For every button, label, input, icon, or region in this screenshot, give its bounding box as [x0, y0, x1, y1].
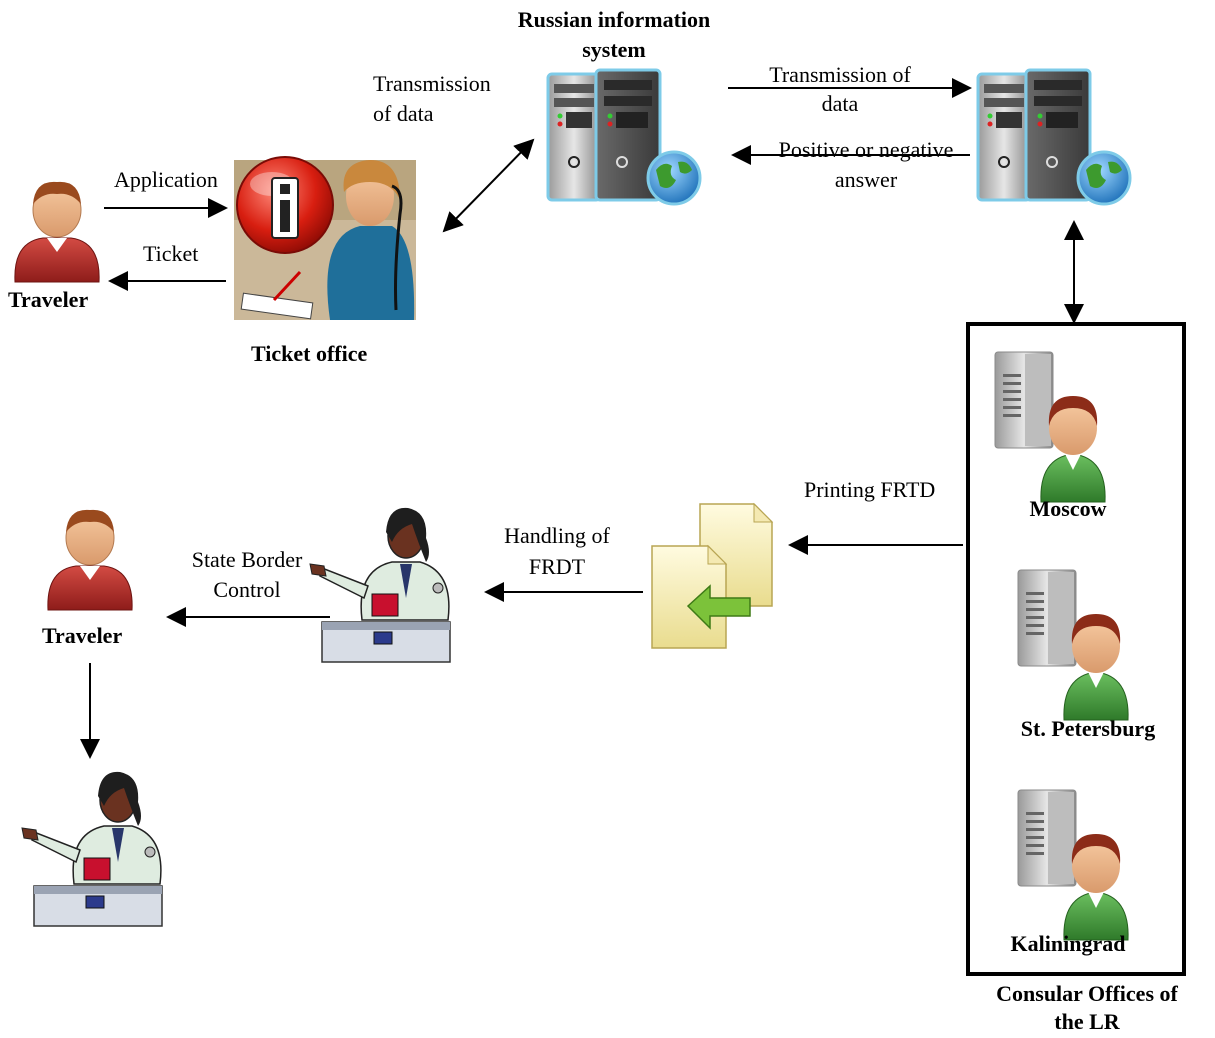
printing-label: Printing FRTD [804, 477, 936, 502]
russian-system-server-icon [546, 68, 702, 206]
moscow-server-user-icon [994, 351, 1106, 503]
consular-label-1: Consular Offices of [996, 981, 1178, 1006]
moscow-label: Moscow [1029, 496, 1107, 521]
ticket-office-label: Ticket office [251, 341, 368, 366]
transmission-of-label-1: Transmission of [769, 62, 911, 87]
ticket-label: Ticket [143, 241, 199, 266]
russian-system-label-2: system [582, 37, 646, 62]
application-label: Application [114, 167, 218, 192]
consular-offices-box [966, 322, 1186, 976]
consular-label-2: the LR [1054, 1009, 1120, 1034]
traveler-bottom-icon [47, 509, 133, 611]
border-control-label-2: Control [213, 577, 281, 602]
transmission-label-1: Transmission [373, 71, 491, 96]
traveler-top-label: Traveler [8, 287, 89, 312]
handling-label-2: FRDT [528, 554, 586, 579]
kaliningrad-server-user-icon [1017, 789, 1129, 941]
border-officer-icon [309, 507, 451, 663]
traveler-bottom-label: Traveler [42, 623, 123, 648]
ticket-office-icon [234, 156, 416, 320]
handling-label-1: Handling of [504, 523, 610, 548]
right-server-icon [976, 68, 1132, 206]
transmission-label-2: of data [373, 101, 434, 126]
traveler-top-icon [14, 181, 100, 283]
document-copy-icon [651, 502, 774, 649]
answer-label-2: answer [834, 167, 898, 192]
st-petersburg-server-user-icon [1017, 569, 1129, 721]
transmission-of-label-2: data [821, 91, 859, 116]
border-control-label-1: State Border [191, 547, 303, 572]
answer-label-1: Positive or negative [778, 137, 954, 162]
st-petersburg-label: St. Petersburg [1020, 716, 1156, 741]
border-officer-bottom-icon [21, 771, 163, 927]
kaliningrad-label: Kaliningrad [1010, 931, 1126, 956]
russian-system-label-1: Russian information [517, 7, 711, 32]
arrow-ticket-to-system [442, 138, 535, 233]
